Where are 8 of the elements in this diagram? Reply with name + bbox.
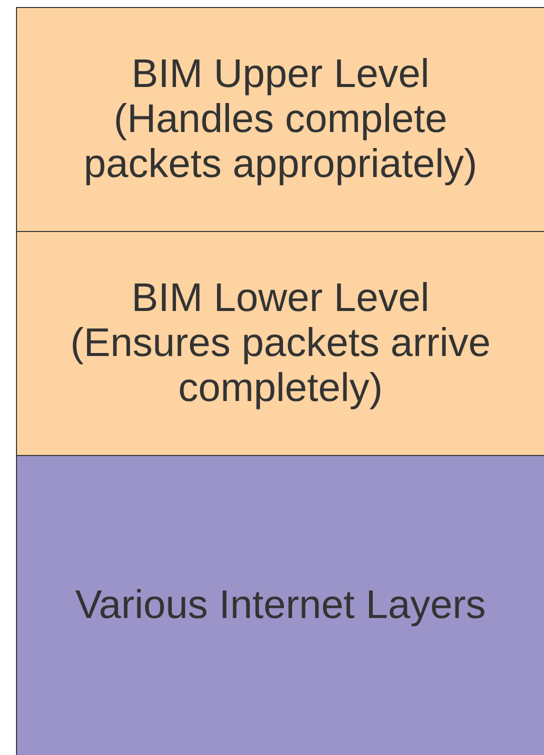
layer-description: (Handles complete packets appropriately) [82,97,478,187]
layer-description: (Ensures packets arrive completely) [69,321,492,411]
layer-band [16,7,544,232]
layer-band [16,455,544,755]
layer-title: Various Internet Layers [74,583,487,628]
layer-title: BIM Lower Level [130,276,430,322]
layer-band [16,231,544,456]
layer-title: BIM Upper Level [130,52,430,98]
